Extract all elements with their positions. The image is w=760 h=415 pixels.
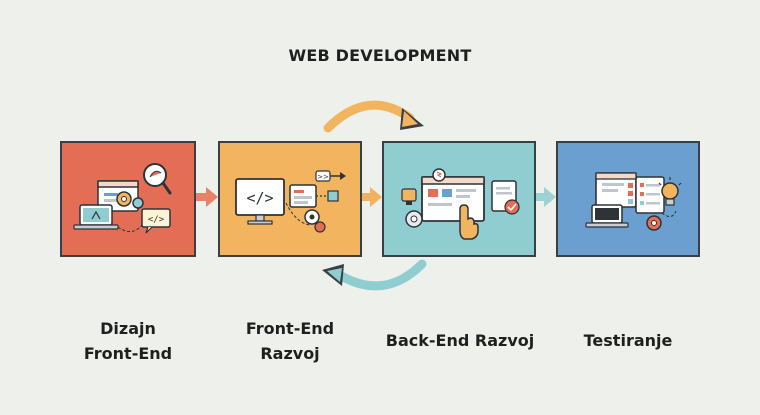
stage-label-line1: Dizajn [100, 319, 156, 338]
stage-dizajn: </> [60, 141, 196, 257]
browser-window-icon [421, 168, 485, 222]
cycle-arrow-top [323, 100, 424, 133]
gear-icon [646, 215, 662, 231]
svg-text:>>: >> [317, 173, 329, 181]
lightbulb-icon [658, 177, 682, 206]
diagram-title: WEB DEVELOPMENT [288, 46, 472, 65]
stage-label-line1: Back-End Razvoj [385, 331, 535, 350]
stage-label-dizajn: Dizajn Front-End [40, 316, 216, 366]
browser-window-icon [595, 172, 665, 214]
gear-icon [116, 191, 144, 209]
flow-arrow-1 [196, 187, 218, 207]
gear-icon [401, 188, 423, 228]
stage-label-front-end-razvoj: Front-End Razvoj [200, 316, 380, 366]
stage-front-end-razvoj: </> >> [218, 141, 362, 257]
stage-label-testiranje: Testiranje [548, 328, 708, 353]
hand-cursor-icon [459, 204, 479, 240]
laptop-icon [73, 204, 119, 230]
checklist-icon [491, 180, 520, 215]
laptop-icon [585, 204, 629, 228]
flow-arrow-2 [362, 187, 382, 207]
cycle-arrow-bottom [322, 259, 427, 291]
monitor-code-icon: </> [235, 178, 285, 225]
stage-label-back-end-razvoj: Back-End Razvoj [372, 328, 548, 353]
stage-label-line2: Front-End [83, 344, 173, 363]
stage-back-end-razvoj [382, 141, 536, 257]
form-icon: >> [289, 170, 346, 208]
stage-label-line2: Razvoj [260, 344, 320, 363]
code-bubble-icon: </> [141, 208, 171, 234]
flow-arrow-3 [536, 187, 556, 207]
stage-label-line1: Testiranje [583, 331, 673, 350]
magnifier-icon [143, 163, 172, 195]
svg-text:</>: </> [148, 215, 165, 225]
stage-label-line1: Front-End [245, 319, 335, 338]
stage-testiranje [556, 141, 700, 257]
gear-icon [304, 209, 326, 233]
svg-text:</>: </> [246, 189, 273, 207]
